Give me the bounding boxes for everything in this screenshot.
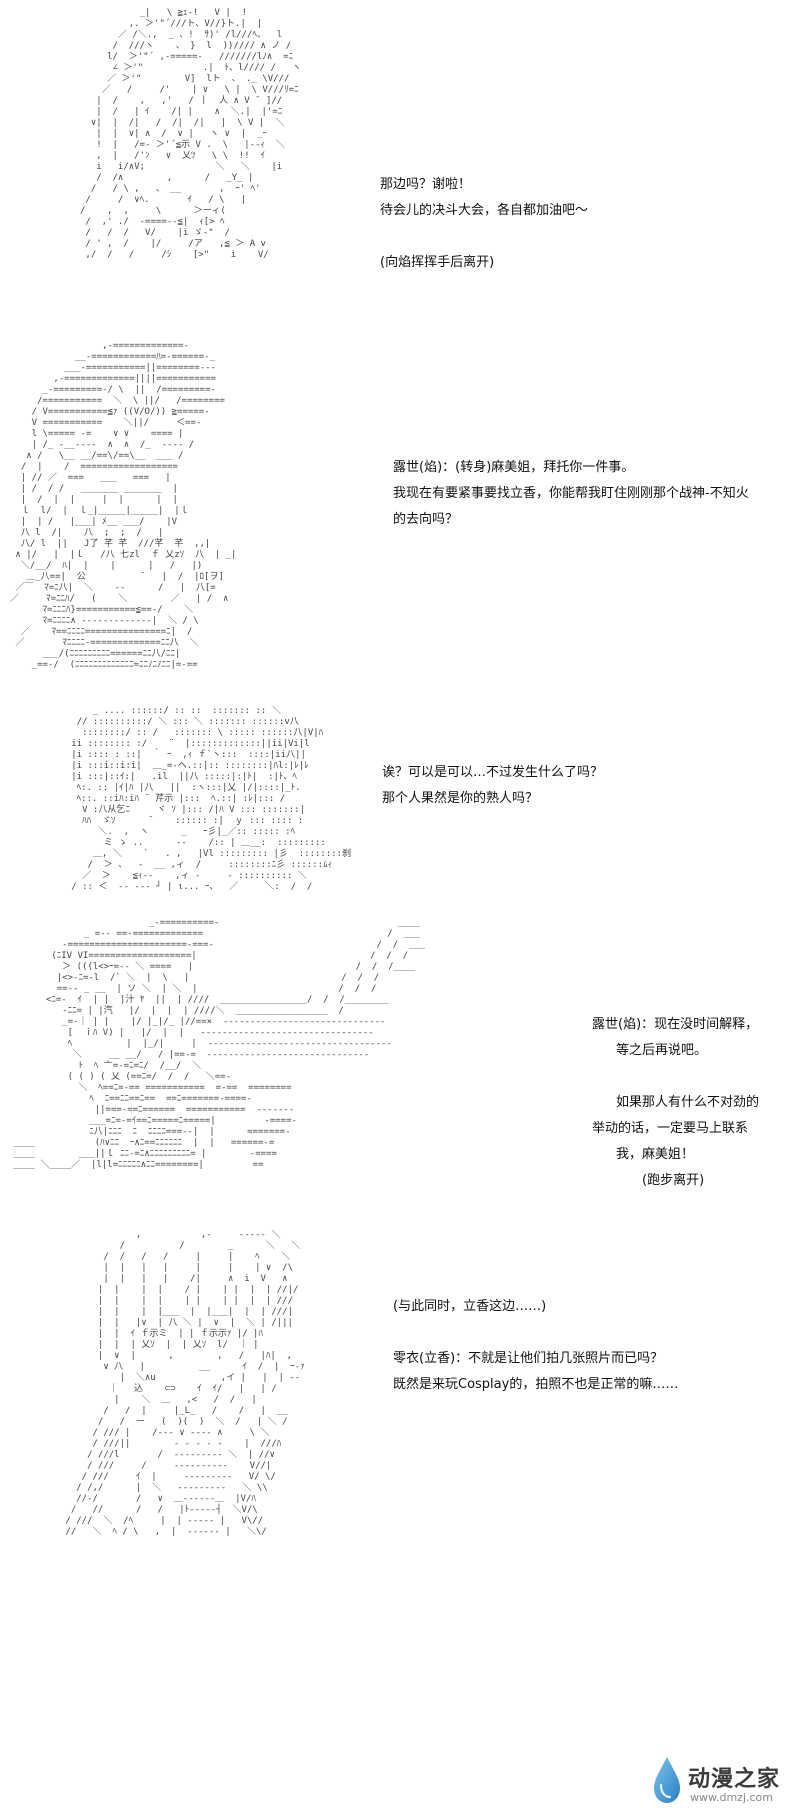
dialogue-line: (向焰挥挥手后离开): [380, 255, 495, 270]
watermark-title: 动漫之家: [688, 1767, 781, 1792]
ascii-art-character-2: ,-=============- __-============ﾊ=-=====…: [10, 341, 237, 670]
dialogue-box: 露世(焰)：现在没时间解释， 等之后再说吧。 如果那人有什么不对劲的 举动的话，…: [592, 1012, 759, 1194]
dialogue-line: (跑步离开): [642, 1173, 705, 1188]
dialogue-line: 举动的话，一定要马上联系: [592, 1121, 749, 1136]
site-watermark: 动漫之家 www.dmzj.com: [650, 1755, 800, 1813]
dialogue-box: 那边吗？谢啦！ 待会儿的决斗大会，各自都加油吧～ (向焰挥挥手后离开): [380, 172, 588, 276]
dialogue-line: 的去向吗？: [393, 512, 459, 527]
dialogue-line: [592, 1064, 759, 1090]
dialogue-line: 诶？可以是可以…不过发生什么了吗？: [382, 765, 604, 780]
ascii-art-character-1: _| \ ≧ｪ-! V | ! ,. ＞'"´///ト、V//}ト.| | ／ …: [80, 8, 302, 260]
dialogue-line: [393, 1320, 678, 1346]
dialogue-line: 露世(焰)：(转身)麻美姐，拜托你一件事。: [393, 460, 635, 475]
dialogue-line: 露世(焰)：现在没时间解释，: [592, 1017, 759, 1032]
dialogue-box: 诶？可以是可以…不过发生什么了吗？ 那个人果然是你的熟人吗？: [382, 760, 603, 812]
watermark-url: www.dmzj.com: [690, 1791, 773, 1804]
panel-3: _ .... ::::::/ :: :: ::::::: :: ＼ // :::…: [0, 702, 800, 902]
dialogue-line: 等之后再说吧。: [616, 1043, 708, 1058]
dialogue-line: (与此同时，立香这边……): [393, 1299, 547, 1314]
dialogue-line: 待会儿的决斗大会，各自都加油吧～: [380, 203, 589, 218]
dialogue-box: (与此同时，立香这边……) 零衣(立香)：不就是让他们拍几张照片而已吗？ 既然是…: [393, 1294, 678, 1398]
dialogue-line: 那个人果然是你的熟人吗？: [382, 791, 539, 806]
dialogue-line: 既然是来玩Cosplay的，拍照不也是正常的嘛……: [393, 1377, 679, 1392]
dialogue-box: 露世(焰)：(转身)麻美姐，拜托你一件事。 我现在有要紧事要找立香，你能帮我盯住…: [393, 455, 749, 533]
panel-2: ,-=============- __-============ﾊ=-=====…: [0, 335, 800, 695]
ascii-art-character-3: _ .... ::::::/ :: :: ::::::: :: ＼ // :::…: [71, 706, 352, 892]
ascii-art-character-5: , ,‐ ‐‐‐‐‐ ＼ / / _ ＼ ＼ / / / / | | ﾍ ＼ |…: [65, 1230, 305, 1537]
dialogue-line: 那边吗？谢啦！: [380, 177, 472, 192]
dialogue-line: 我，麻美姐！: [616, 1147, 695, 1162]
dialogue-line: 如果那人有什么不对劲的: [616, 1095, 760, 1110]
panel-4: _-==========- ____ _ =-- ==-============…: [0, 912, 800, 1212]
dialogue-line: 我现在有要紧事要找立香，你能帮我盯住刚刚那个战神-不知火: [393, 486, 749, 501]
water-drop-logo-icon: [654, 1757, 680, 1803]
ascii-art-character-4: _-==========- ____ _ =-- ==-============…: [13, 918, 426, 1170]
panel-1: _| \ ≧ｪ-! V | ! ,. ＞'"´///ト、V//}ト.| | ／ …: [0, 0, 800, 330]
dialogue-line: [380, 224, 588, 250]
panel-5: , ,‐ ‐‐‐‐‐ ＼ / / _ ＼ ＼ / / / / | | ﾍ ＼ |…: [0, 1222, 800, 1812]
dialogue-line: 零衣(立香)：不就是让他们拍几张照片而已吗？: [393, 1351, 664, 1366]
